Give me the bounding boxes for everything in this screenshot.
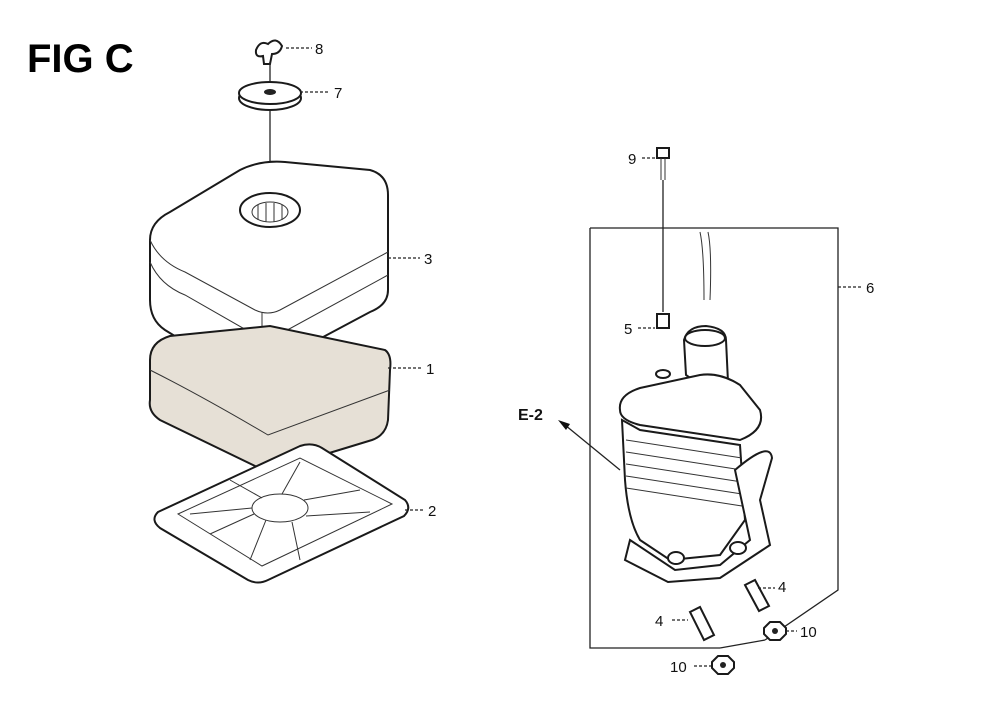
assembly-bracket-left — [589, 228, 720, 649]
callout-10a: 10 — [800, 624, 817, 641]
wing-nut-part — [254, 39, 284, 65]
callout-10b: 10 — [670, 659, 687, 676]
pipe-part-b — [688, 605, 716, 642]
grid-part — [153, 443, 410, 584]
bolt-part — [656, 147, 670, 180]
callout-7: 7 — [334, 85, 342, 102]
callout-5: 5 — [624, 321, 632, 338]
e2-arrow-line — [564, 424, 621, 471]
callout-8: 8 — [315, 41, 323, 58]
callout-4a: 4 — [778, 579, 786, 596]
pipe-part-a — [743, 578, 771, 613]
filter-element-part — [148, 324, 392, 471]
nut-part-a — [763, 621, 787, 641]
bracket-bottom-join — [719, 639, 766, 649]
callout-2: 2 — [428, 503, 436, 520]
e2-arrow-head — [558, 420, 570, 430]
callout-1: 1 — [426, 361, 434, 378]
callout-3: 3 — [424, 251, 432, 268]
callout-9: 9 — [628, 151, 636, 168]
collar-part — [655, 313, 671, 379]
washer-cap-part — [238, 81, 302, 111]
callout-6: 6 — [866, 280, 874, 297]
nut-part-b — [711, 655, 735, 675]
figure-title: FIG C — [27, 37, 134, 81]
ref-e2-label: E-2 — [518, 407, 543, 424]
assembly-bracket-right — [590, 227, 839, 641]
callout-4b: 4 — [655, 613, 663, 630]
air-cleaner-case-part — [618, 231, 774, 584]
